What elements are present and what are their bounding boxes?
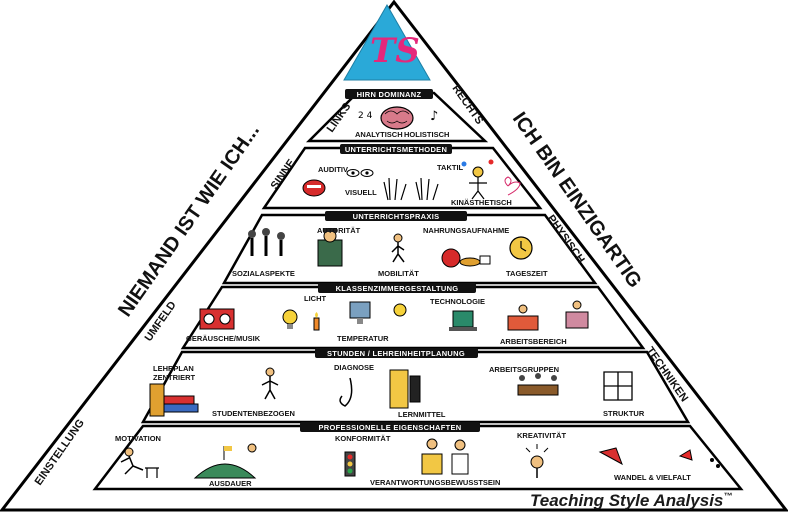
candle-icon (313, 312, 320, 331)
scaffold-icon (603, 371, 633, 401)
label-licht: LICHT (304, 294, 326, 303)
label-auditiv: AUDITIV (318, 165, 348, 174)
brain-icon (380, 106, 414, 130)
label-lehrplan: LEHRPLAN (153, 364, 194, 373)
food-icon (441, 248, 491, 268)
label-zentriert: ZENTRIERT (153, 373, 196, 382)
band-title-bars (300, 89, 480, 432)
label-kinaesthetisch: KINÄSTHETISCH (451, 198, 512, 207)
eyes-icon (346, 169, 374, 177)
hurdle-runner-icon (120, 447, 159, 478)
mouth-icon (302, 179, 326, 197)
label-geraeusche-musik: GERÄUSCHE/MUSIK (186, 334, 261, 343)
svg-text:♪: ♪ (430, 109, 438, 124)
label-kreativitaet: KREATIVITÄT (517, 431, 566, 440)
traffic-light-icon (344, 451, 356, 477)
music-note-icon: ♪ (430, 109, 438, 124)
learning-materials-icon (389, 369, 421, 409)
stethoscope-icon (339, 377, 353, 407)
label-lernmittel: LERNMITTEL (398, 410, 446, 419)
label-temperatur: TEMPERATUR (337, 334, 389, 343)
label-studentenbezogen: STUDENTENBEZOGEN (212, 409, 295, 418)
ts-logo: TS (343, 3, 431, 81)
thermometer-icon (349, 301, 371, 324)
work-group-icon (517, 373, 559, 396)
computer-icon (449, 310, 477, 331)
light-bulb-icon (282, 309, 298, 329)
clock-icon (509, 236, 533, 260)
label-konformitaet: KONFORMITÄT (335, 434, 391, 443)
label-sozialaspekte: SOZIALASPEKTE (232, 269, 295, 278)
label-holistisch: HOLISTISCH (404, 130, 449, 139)
numbers-icon: 2 4 (358, 111, 373, 121)
label-wandel-vielfalt: WANDEL & VIELFALT (614, 473, 691, 482)
logo-text: TS (370, 31, 420, 71)
label-motivation: MOTIVATION (115, 434, 161, 443)
label-diagnose: DIAGNOSE (334, 363, 374, 372)
sun-icon (393, 303, 407, 317)
svg-text:2 4: 2 4 (358, 111, 373, 121)
label-verantwortungsbewusstsein: VERANTWORTUNGSBEWUSSTSEIN (370, 478, 500, 487)
band-title-methoden: UNTERRICHTSMETHODEN (345, 145, 447, 154)
label-arbeitsbereich: ARBEITSBEREICH (500, 337, 567, 346)
band-title-eigenschaften: PROFESSIONELLE EIGENSCHAFTEN (319, 423, 462, 432)
label-nahrungsaufnahme: NAHRUNGSAUFNAHME (423, 226, 509, 235)
band-title-klassenzimmer: KLASSENZIMMERGESTALTUNG (336, 284, 459, 293)
change-variety-icon (598, 447, 720, 468)
label-tageszeit: TAGESZEIT (506, 269, 548, 278)
books-icon (149, 383, 199, 417)
label-mobilitaet: MOBILITÄT (378, 269, 419, 278)
label-arbeitsgruppen: ARBEITSGRUPPEN (489, 365, 559, 374)
label-taktil: TAKTIL (437, 163, 464, 172)
brand-wordmark: Teaching Style Analysis™ (530, 491, 732, 511)
band-title-praxis: UNTERRICHTSPRAXIS (353, 212, 440, 221)
mountain-climber-icon (193, 443, 257, 479)
authority-figure-icon (317, 228, 343, 267)
walking-person-icon (391, 233, 405, 263)
hands-icon (383, 177, 439, 201)
juggler-icon (461, 159, 494, 200)
band-title-hirn: HIRN DOMINANZ (357, 90, 422, 99)
people-group-icon (248, 228, 285, 256)
band-frame-6 (92, 424, 744, 491)
label-visuell: VISUELL (345, 188, 377, 197)
band-title-planung: STUNDEN / LEHREINHEITPLANUNG (327, 349, 465, 358)
desk-icon (507, 304, 539, 331)
label-analytisch: ANALYTISCH (355, 130, 403, 139)
brand-trademark: ™ (723, 491, 733, 501)
armchair-icon (565, 300, 589, 329)
label-autoritaet: AUTORITÄT (317, 226, 361, 235)
brand-name: Teaching Style Analysis (530, 491, 724, 510)
responsible-people-icon (421, 438, 469, 475)
label-struktur: STRUKTUR (603, 409, 645, 418)
heart-icon (504, 176, 521, 196)
label-ausdauer: AUSDAUER (209, 479, 252, 488)
student-icon (261, 367, 279, 400)
creative-kid-icon (525, 444, 549, 478)
label-technologie: TECHNOLOGIE (430, 297, 485, 306)
radio-icon (199, 308, 235, 330)
